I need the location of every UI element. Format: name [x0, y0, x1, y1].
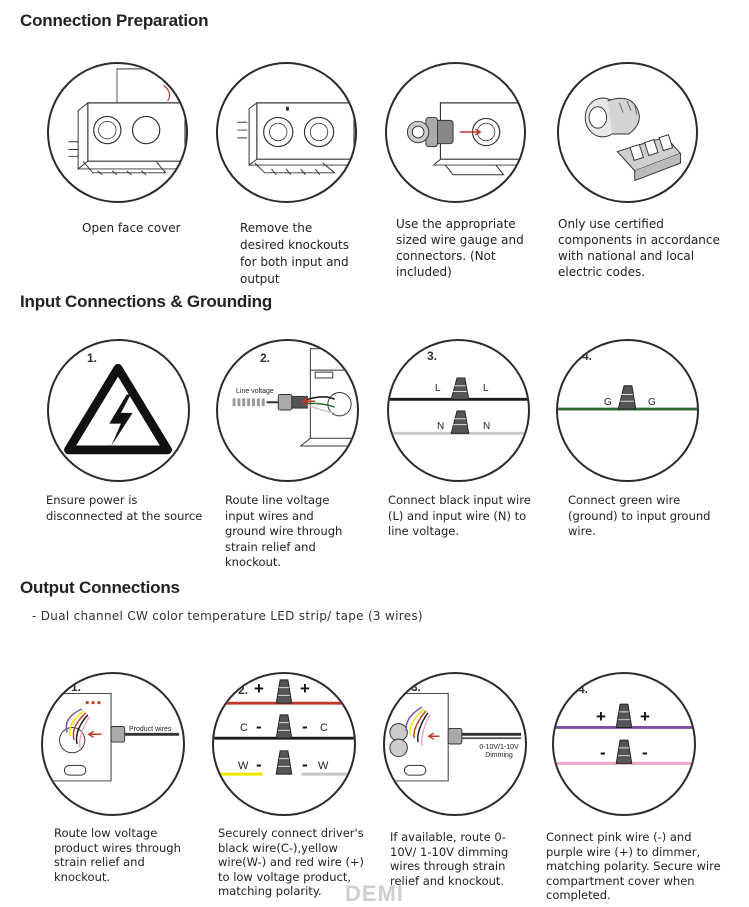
output-step-1-number: 1. — [71, 680, 82, 694]
line-voltage-label: Line voltage — [236, 388, 274, 395]
ground-splice-drawing — [558, 385, 697, 411]
dimmer-negative-sign-left: - — [600, 743, 606, 762]
warm-label-right: W — [318, 760, 329, 772]
driver-box-knockouts-drawing — [237, 102, 355, 176]
dimmer-positive-sign-right: + — [640, 707, 650, 726]
input-disconnect-illustration: 1. — [47, 339, 190, 482]
line-label-right: L — [483, 383, 489, 394]
product-wires-label: Product wires — [129, 726, 172, 733]
line-label-left: L — [435, 383, 441, 394]
output-step-2-caption: Securely connect driver's black wire(C-)… — [218, 826, 365, 898]
output-dimmer-connection-illustration: 4. + + - - — [552, 672, 696, 816]
cw-splice-drawing — [214, 679, 354, 776]
negative-sign-cool-right: - — [302, 717, 308, 736]
input-ground-illustration: 4. G G — [556, 339, 699, 482]
prep-step-2-caption: Remove the desired knockouts for both in… — [240, 221, 349, 286]
input-step-1-caption: Ensure power is disconnected at the sour… — [46, 493, 203, 523]
ground-label-left: G — [604, 397, 612, 408]
positive-sign-left: + — [254, 679, 264, 698]
output-step-3-number: 3. — [411, 680, 422, 694]
negative-sign-cool-left: - — [256, 717, 262, 736]
output-step-4-caption: Connect pink wire (-) and purple wire (+… — [546, 830, 721, 902]
prep-step-1-caption: Open face cover — [82, 221, 181, 235]
dimmer-positive-sign-left: + — [596, 707, 606, 726]
dimming-wire-routing-drawing — [385, 692, 522, 782]
input-step-1-number: 1. — [87, 351, 98, 365]
output-route-product-wires-illustration: 1. Product wires — [41, 672, 185, 816]
input-step-4-caption: Connect green wire (ground) to input gro… — [568, 493, 711, 538]
cool-label-left: C — [240, 722, 248, 734]
output-step-4-number: 4. — [578, 682, 589, 696]
strain-relief-connector-drawing — [406, 102, 524, 176]
section-title-input-connections: Input Connections & Grounding — [20, 292, 272, 311]
wire-nut-and-lever-connector-drawing — [584, 97, 682, 182]
output-cw-wiring-illustration: 2. + + C - - C W - - W — [212, 672, 356, 816]
section-title-output-connections: Output Connections — [20, 578, 180, 597]
neutral-label-left: N — [437, 421, 445, 432]
output-step-2-number: 2. — [238, 683, 249, 697]
prep-open-cover-illustration — [47, 62, 188, 203]
output-dimming-wires-illustration: 3. 0-10V/1-10V Dimming — [383, 672, 527, 816]
prep-step-4-caption: Only use certified components in accorda… — [558, 217, 720, 279]
negative-sign-warm-right: - — [302, 755, 308, 774]
cool-label-right: C — [320, 722, 328, 734]
negative-sign-warm-left: - — [256, 755, 262, 774]
output-step-1-caption: Route low voltage product wires through … — [54, 826, 181, 884]
positive-sign-right: + — [300, 679, 310, 698]
input-step-3-number: 3. — [427, 349, 438, 363]
prep-wire-gauge-illustration — [385, 62, 526, 203]
dimming-label: 0-10V/1-10V Dimming — [479, 744, 519, 759]
section-title-connection-preparation: Connection Preparation — [20, 11, 209, 30]
driver-box-open-cover-drawing — [68, 68, 186, 176]
line-neutral-splice-drawing — [389, 377, 528, 435]
input-step-3-caption: Connect black input wire (L) and input w… — [388, 493, 531, 538]
input-step-2-number: 2. — [260, 351, 271, 365]
input-step-2-caption: Route line voltage input wires and groun… — [225, 493, 343, 569]
input-route-wires-illustration: 2. Line voltage — [216, 339, 359, 482]
output-step-3-caption: If available, route 0-10V/ 1-10V dimming… — [390, 830, 509, 888]
prep-knockouts-illustration — [216, 62, 357, 203]
input-line-neutral-illustration: 3. L L N N — [387, 339, 530, 482]
dimmer-splice-drawing — [554, 703, 694, 765]
ground-label-right: G — [648, 397, 656, 408]
output-subtitle: - Dual channel CW color temperature LED … — [32, 609, 423, 623]
product-wire-routing-drawing — [43, 692, 180, 782]
neutral-label-right: N — [483, 421, 491, 432]
dimmer-negative-sign-right: - — [642, 743, 648, 762]
line-voltage-routing-drawing — [232, 348, 357, 447]
high-voltage-warning-icon — [64, 363, 172, 455]
prep-certified-components-illustration — [557, 62, 698, 203]
prep-step-3-caption: Use the appropriate sized wire gauge and… — [396, 217, 524, 279]
input-step-4-number: 4. — [582, 349, 593, 363]
warm-label-left: W — [238, 760, 249, 772]
demi-watermark: DEMI — [345, 881, 404, 906]
